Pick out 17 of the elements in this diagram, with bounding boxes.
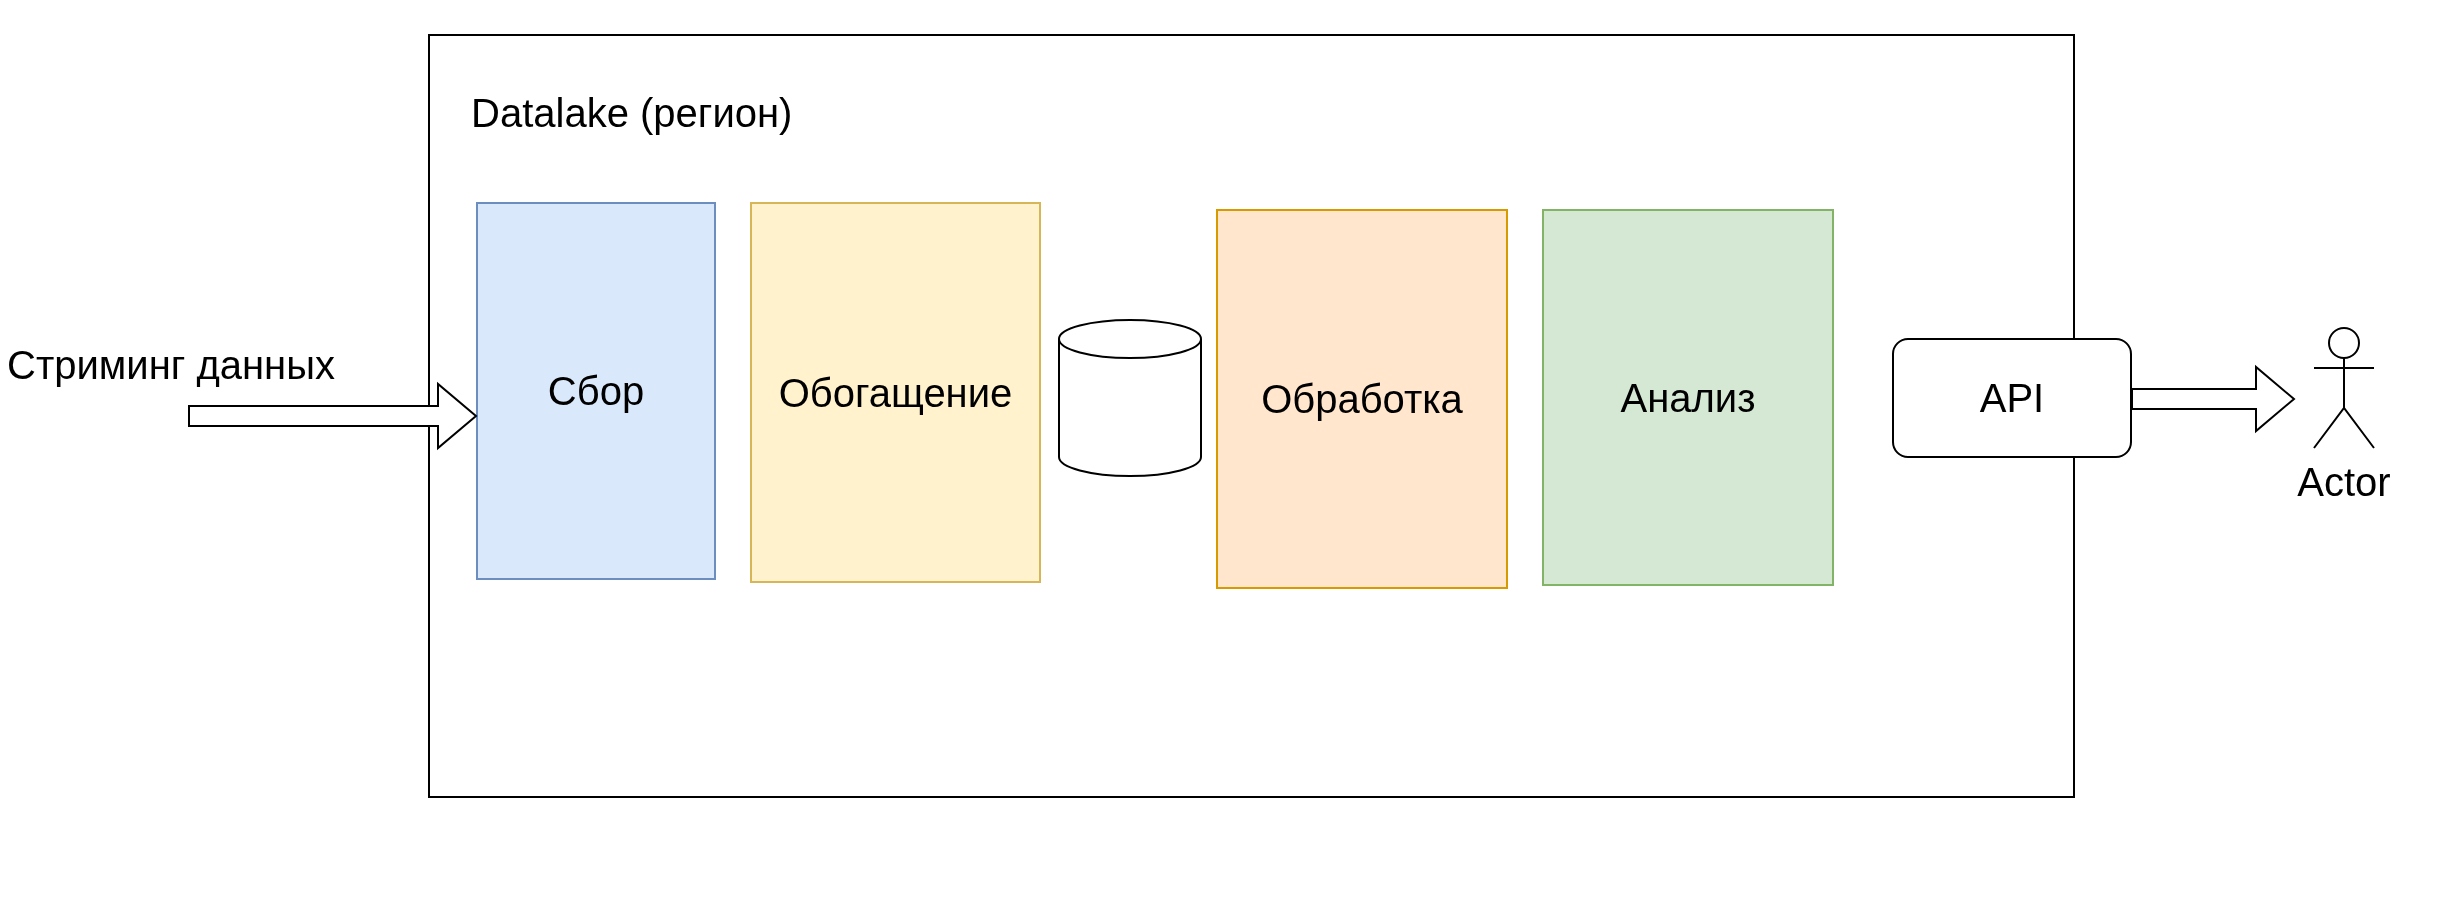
block-arrow — [188, 381, 478, 451]
box-label: Обработка — [1261, 376, 1463, 422]
box-label: Анализ — [1620, 374, 1756, 421]
region-container — [428, 34, 2075, 798]
container-title: Datalake (регион) — [471, 90, 793, 136]
process-box — [1542, 209, 1834, 586]
database-cylinder — [1058, 319, 1202, 477]
process-box — [1216, 209, 1508, 589]
box-label: API — [1979, 375, 2045, 421]
process-box — [750, 202, 1041, 583]
edge-label: Стриминг данных — [7, 342, 335, 388]
rounded-box — [1892, 338, 2132, 458]
block-arrow — [2131, 364, 2296, 434]
box-label: Сбор — [547, 368, 645, 414]
actor-label: Actor — [2296, 459, 2392, 505]
process-box — [476, 202, 716, 580]
box-label: Обогащение — [778, 369, 1013, 416]
